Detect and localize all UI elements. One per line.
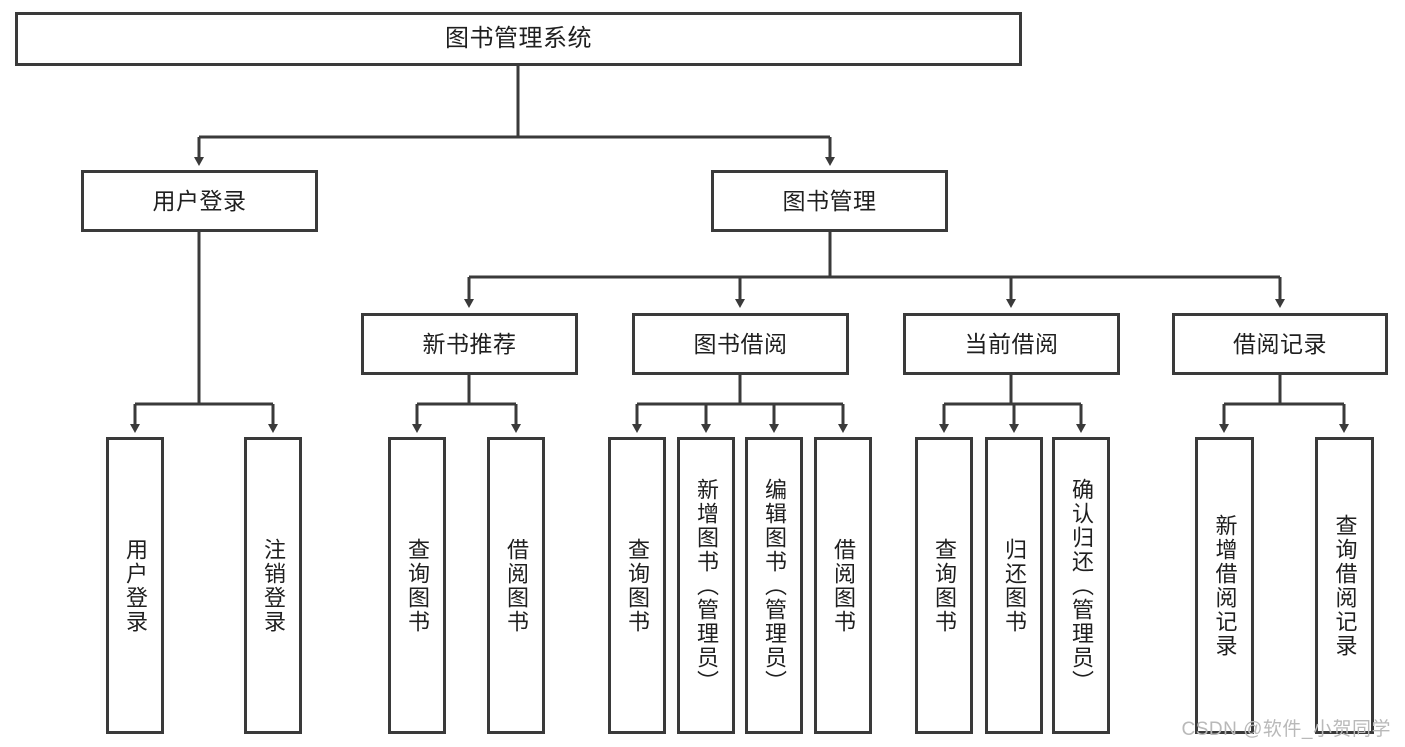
node-root-label: 图书管理系统 — [445, 25, 592, 53]
node-leaf-query-book-1[interactable]: 查询图书 — [388, 437, 446, 734]
node-root[interactable]: 图书管理系统 — [15, 12, 1022, 66]
node-borrow-record-label: 借阅记录 — [1233, 330, 1327, 357]
node-leaf-logout-label: 注销登录 — [260, 537, 286, 634]
node-new-book-rec[interactable]: 新书推荐 — [361, 313, 578, 375]
node-book-borrow-label: 图书借阅 — [693, 330, 788, 357]
node-leaf-query-record[interactable]: 查询借阅记录 — [1315, 437, 1374, 734]
node-new-book-rec-label: 新书推荐 — [422, 330, 517, 357]
node-leaf-add-record-label: 新增借阅记录 — [1212, 513, 1238, 658]
node-book-borrow[interactable]: 图书借阅 — [632, 313, 849, 375]
node-leaf-borrow-book-1[interactable]: 借阅图书 — [487, 437, 545, 734]
node-leaf-confirm-return-label: 确认归还（管理员） — [1068, 477, 1094, 694]
node-leaf-add-book[interactable]: 新增图书（管理员） — [677, 437, 735, 734]
node-leaf-user-login-label: 用户登录 — [122, 537, 148, 634]
node-leaf-query-book-3[interactable]: 查询图书 — [915, 437, 973, 734]
node-leaf-return-book[interactable]: 归还图书 — [985, 437, 1043, 734]
node-leaf-query-book-2[interactable]: 查询图书 — [608, 437, 666, 734]
node-current-borrow-label: 当前借阅 — [964, 330, 1059, 357]
node-leaf-edit-book[interactable]: 编辑图书（管理员） — [745, 437, 803, 734]
node-user-login[interactable]: 用户登录 — [81, 170, 318, 232]
node-user-login-label: 用户登录 — [152, 187, 247, 214]
node-leaf-query-book-2-label: 查询图书 — [624, 537, 650, 634]
node-book-manage[interactable]: 图书管理 — [711, 170, 948, 232]
node-leaf-query-book-1-label: 查询图书 — [404, 537, 430, 634]
node-current-borrow[interactable]: 当前借阅 — [903, 313, 1120, 375]
node-leaf-borrow-book-1-label: 借阅图书 — [503, 537, 529, 634]
csdn-watermark: CSDN @软件_小贺同学 — [1181, 719, 1391, 740]
node-leaf-query-book-3-label: 查询图书 — [931, 537, 957, 634]
node-leaf-edit-book-label: 编辑图书（管理员） — [761, 477, 787, 694]
node-leaf-borrow-book-2-label: 借阅图书 — [830, 537, 856, 634]
node-leaf-user-login[interactable]: 用户登录 — [106, 437, 164, 734]
node-book-manage-label: 图书管理 — [782, 187, 877, 214]
node-leaf-return-book-label: 归还图书 — [1001, 537, 1027, 634]
node-borrow-record[interactable]: 借阅记录 — [1172, 313, 1388, 375]
node-leaf-confirm-return[interactable]: 确认归还（管理员） — [1052, 437, 1110, 734]
node-leaf-borrow-book-2[interactable]: 借阅图书 — [814, 437, 872, 734]
node-leaf-logout[interactable]: 注销登录 — [244, 437, 302, 734]
node-leaf-add-book-label: 新增图书（管理员） — [693, 477, 719, 694]
node-leaf-query-record-label: 查询借阅记录 — [1332, 513, 1358, 658]
node-leaf-add-record[interactable]: 新增借阅记录 — [1195, 437, 1254, 734]
